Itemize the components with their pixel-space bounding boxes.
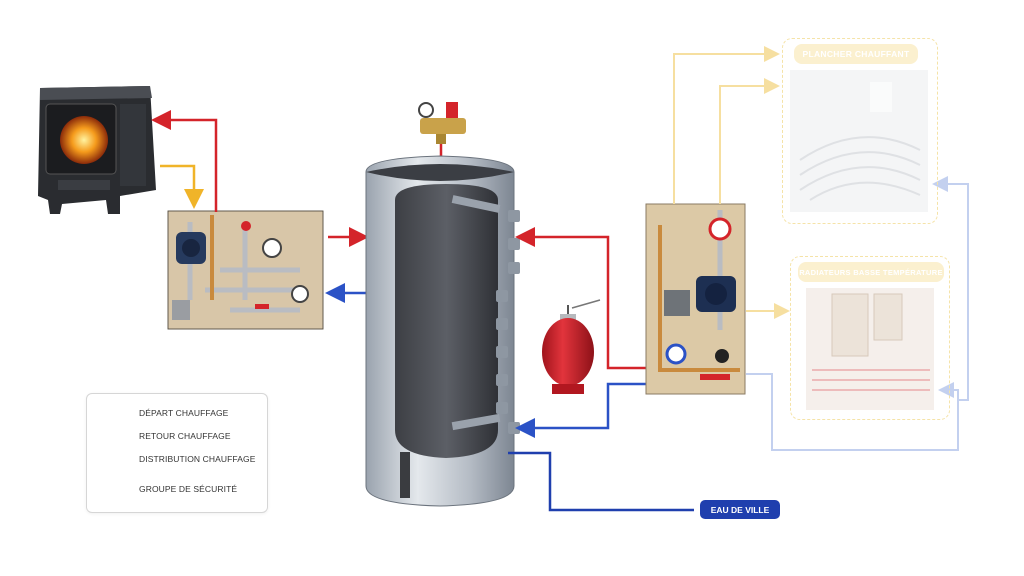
legend-label-distribution: DISTRIBUTION CHAUFFAGE — [139, 454, 256, 464]
radiateurs-title: RADIATEURS BASSE TEMPÉRATURE — [798, 262, 944, 282]
legend-item-retour: RETOUR CHAUFFAGE — [139, 427, 231, 445]
pale-distribution-lines — [673, 46, 969, 451]
legend-item-depart: DÉPART CHAUFFAGE — [139, 404, 228, 422]
legend-label-depart: DÉPART CHAUFFAGE — [139, 408, 229, 418]
plancher-chauffant-title: PLANCHER CHAUFFANT — [794, 44, 918, 64]
distribution-stove-arrow — [160, 164, 204, 209]
wood-stove — [38, 86, 156, 214]
depart-from-right-arrow — [515, 227, 648, 370]
legend-label-safety: GROUPE DE SÉCURITÉ — [139, 484, 238, 494]
eau-de-ville-line — [508, 451, 694, 512]
low-temp-radiator-photo — [806, 288, 934, 410]
expansion-vessel — [542, 299, 601, 394]
plancher-zone — [782, 38, 938, 224]
legend: DÉPART CHAUFFAGE RETOUR CHAUFFAGE DISTRI… — [86, 393, 268, 513]
eau-de-ville-badge: EAU DE VILLE — [700, 500, 780, 519]
legend-item-safety: GROUPE DE SÉCURITÉ — [139, 480, 237, 498]
distribution-hydraulic-module — [645, 203, 746, 395]
underfloor-heating-photo — [790, 70, 928, 212]
boiler-hydraulic-module — [167, 210, 324, 330]
depart-stove-arrow — [151, 110, 218, 212]
buffer-tank — [365, 155, 520, 507]
safety-group — [418, 102, 466, 158]
legend-item-distribution: DISTRIBUTION CHAUFFAGE — [139, 450, 256, 468]
legend-label-retour: RETOUR CHAUFFAGE — [139, 431, 231, 441]
radiateurs-zone — [790, 256, 950, 420]
retour-to-tank-arrow — [515, 382, 648, 438]
